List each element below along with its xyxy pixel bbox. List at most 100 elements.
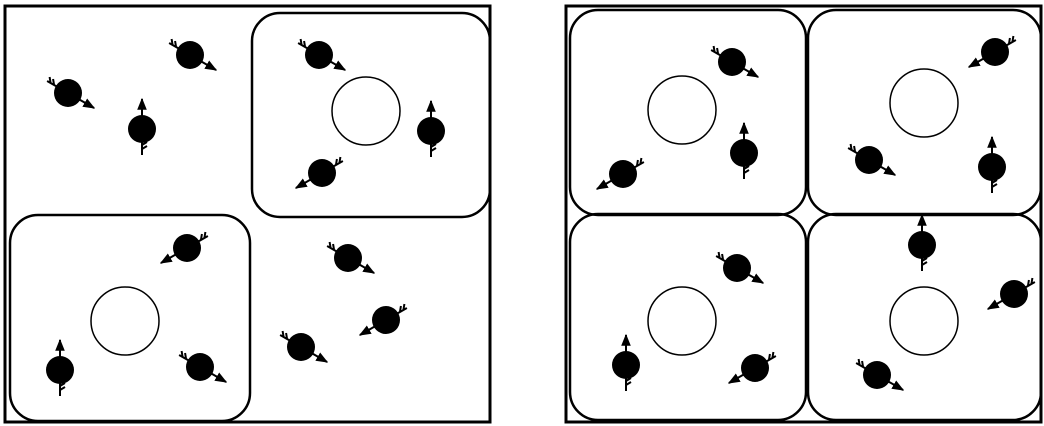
spin-tail: [922, 257, 927, 271]
spin-tail: [327, 242, 337, 252]
spin-particle: [161, 232, 208, 263]
spin-particle: [296, 157, 343, 188]
spin-particle: [856, 359, 903, 390]
spin-particle: [46, 340, 74, 396]
free-spin-particle: [360, 304, 407, 335]
particle-dot: [128, 115, 156, 143]
spin-tail: [716, 252, 726, 262]
spin-arrow: [887, 381, 903, 390]
cell-nucleus: [648, 287, 716, 355]
spin-tail: [142, 141, 147, 155]
spin-tail: [992, 179, 997, 193]
particle-dot: [372, 306, 400, 334]
particle-dot: [981, 38, 1009, 66]
spin-particle: [848, 144, 895, 175]
spin-particle: [711, 46, 758, 77]
free-spin-particle: [47, 77, 94, 108]
particle-dot: [609, 160, 637, 188]
spin-tail: [626, 377, 631, 391]
spin-tail: [396, 304, 406, 314]
cell-membrane: [570, 214, 806, 420]
cell-nucleus: [648, 76, 716, 144]
spin-arrow: [729, 374, 745, 383]
spin-tail: [1024, 278, 1034, 288]
spin-particle: [978, 137, 1006, 193]
cell-nucleus: [890, 69, 958, 137]
particle-dot: [908, 231, 936, 259]
particle-dot: [978, 153, 1006, 181]
cell-nucleus: [332, 77, 400, 145]
spin-tail: [332, 157, 342, 167]
free-spin-particle: [128, 99, 156, 155]
spin-particle: [417, 101, 445, 157]
spin-arrow: [969, 58, 985, 67]
spin-tail: [431, 143, 436, 157]
spin-arrow: [358, 264, 374, 273]
particle-dot: [863, 361, 891, 389]
free-spin-particle: [280, 331, 327, 362]
spin-particle: [969, 36, 1016, 67]
spin-tail: [47, 77, 57, 87]
spin-tail: [633, 158, 643, 168]
particle-dot: [308, 159, 336, 187]
particle-dot: [305, 41, 333, 69]
spin-tail: [711, 46, 721, 56]
spin-particle: [908, 215, 936, 271]
spin-arrow: [78, 99, 94, 108]
particle-dot: [1000, 280, 1028, 308]
spin-tail: [856, 359, 866, 369]
spin-arrow: [296, 179, 312, 188]
spin-arrow: [210, 373, 226, 382]
cell-membrane: [808, 10, 1041, 215]
spin-tail: [169, 39, 179, 49]
spin-particle: [988, 278, 1035, 309]
spin-tail: [848, 144, 858, 154]
spin-particle: [179, 351, 226, 382]
spin-tail: [1005, 36, 1015, 46]
spin-tail: [197, 232, 207, 242]
particle-dot: [54, 79, 82, 107]
cell-nucleus: [91, 287, 159, 355]
spin-arrow: [161, 254, 177, 263]
particle-dot: [176, 41, 204, 69]
spin-particle: [729, 352, 776, 383]
spin-tail: [765, 352, 775, 362]
spin-arrow: [329, 61, 345, 70]
particle-dot: [334, 244, 362, 272]
spin-arrow: [988, 300, 1004, 309]
particle-dot: [723, 254, 751, 282]
spin-arrow: [360, 326, 376, 335]
free-spin-particle: [327, 242, 374, 273]
spin-tail: [298, 39, 308, 49]
spin-particle: [730, 123, 758, 179]
spin-arrow: [597, 180, 613, 189]
particle-dot: [287, 333, 315, 361]
particle-dot: [173, 234, 201, 262]
spin-arrow: [742, 68, 758, 77]
cell-nucleus: [890, 287, 958, 355]
particle-dot: [46, 356, 74, 384]
particle-dot: [730, 139, 758, 167]
cell-membrane: [252, 13, 490, 217]
cell-membrane: [10, 215, 250, 421]
spin-particle: [612, 335, 640, 391]
spin-tail: [60, 382, 65, 396]
spin-particle: [298, 39, 345, 70]
spin-arrow: [311, 353, 327, 362]
free-spin-particle: [169, 39, 216, 70]
spin-tail: [744, 165, 749, 179]
spin-tail: [179, 351, 189, 361]
particle-dot: [417, 117, 445, 145]
particle-dot: [612, 351, 640, 379]
particle-dot: [741, 354, 769, 382]
particle-dot: [718, 48, 746, 76]
particle-dot: [186, 353, 214, 381]
particle-dot: [855, 146, 883, 174]
spin-particle: [597, 158, 644, 189]
spin-arrow: [879, 166, 895, 175]
spin-tail: [280, 331, 290, 341]
spin-arrow: [747, 274, 763, 283]
spin-particle: [716, 252, 763, 283]
